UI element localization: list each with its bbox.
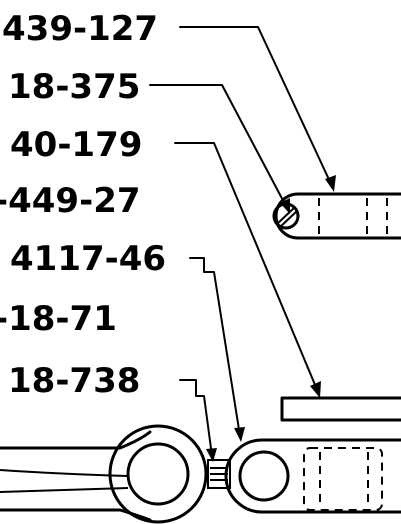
flat-bar-part [280,396,401,422]
leader-40-179 [174,142,319,393]
arrowhead-40-179 [310,381,321,398]
leader-18-738 [179,379,213,457]
callout-4117-46: 4117-46 [10,239,166,279]
arrowhead-439-127 [325,175,336,192]
leader-439-127 [179,26,333,187]
leader-4117-46 [189,257,241,437]
callout-439-127: 439-127 [2,9,158,49]
callout-18-71: -18-71 [0,299,117,339]
pivot-screw [272,202,300,230]
lower-right-bracket-part [224,438,401,514]
callout-18-375: 18-375 [8,67,140,107]
callout-18-738: 18-738 [8,361,140,401]
leader-18-375 [149,84,288,209]
callout-40-179: 40-179 [10,125,142,165]
arrowhead-18-738 [206,448,217,462]
arrowhead-4117-46 [234,427,245,442]
upper-link-part [274,192,401,240]
callout-449-27: -449-27 [0,181,141,221]
lower-left-link-part [0,424,208,524]
